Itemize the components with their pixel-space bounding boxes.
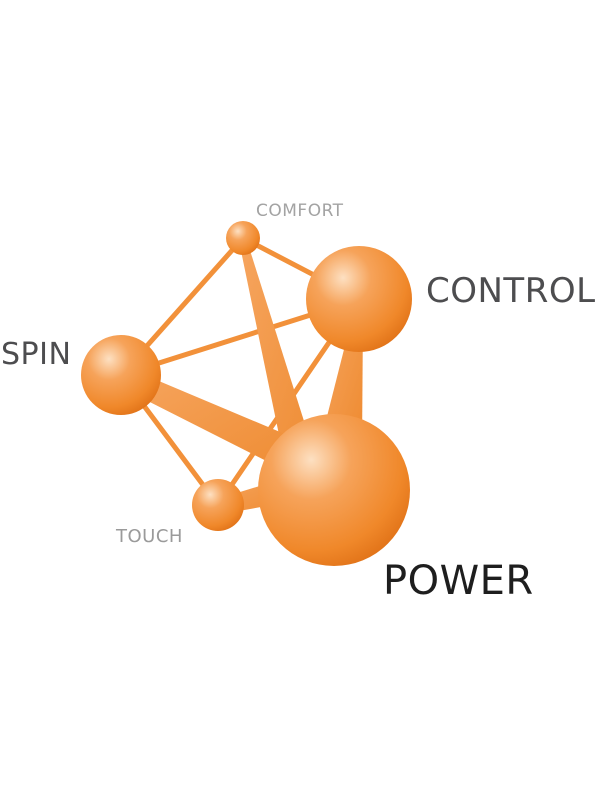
label-control: CONTROL	[426, 271, 596, 311]
node-touch	[192, 479, 244, 531]
nodes	[81, 221, 412, 566]
node-power	[258, 414, 410, 566]
label-touch: TOUCH	[116, 526, 183, 547]
node-spin	[81, 335, 161, 415]
node-comfort	[226, 221, 260, 255]
label-power: POWER	[383, 558, 534, 604]
label-comfort: COMFORT	[256, 201, 344, 221]
node-control	[306, 246, 412, 352]
label-spin: SPIN	[1, 337, 72, 372]
